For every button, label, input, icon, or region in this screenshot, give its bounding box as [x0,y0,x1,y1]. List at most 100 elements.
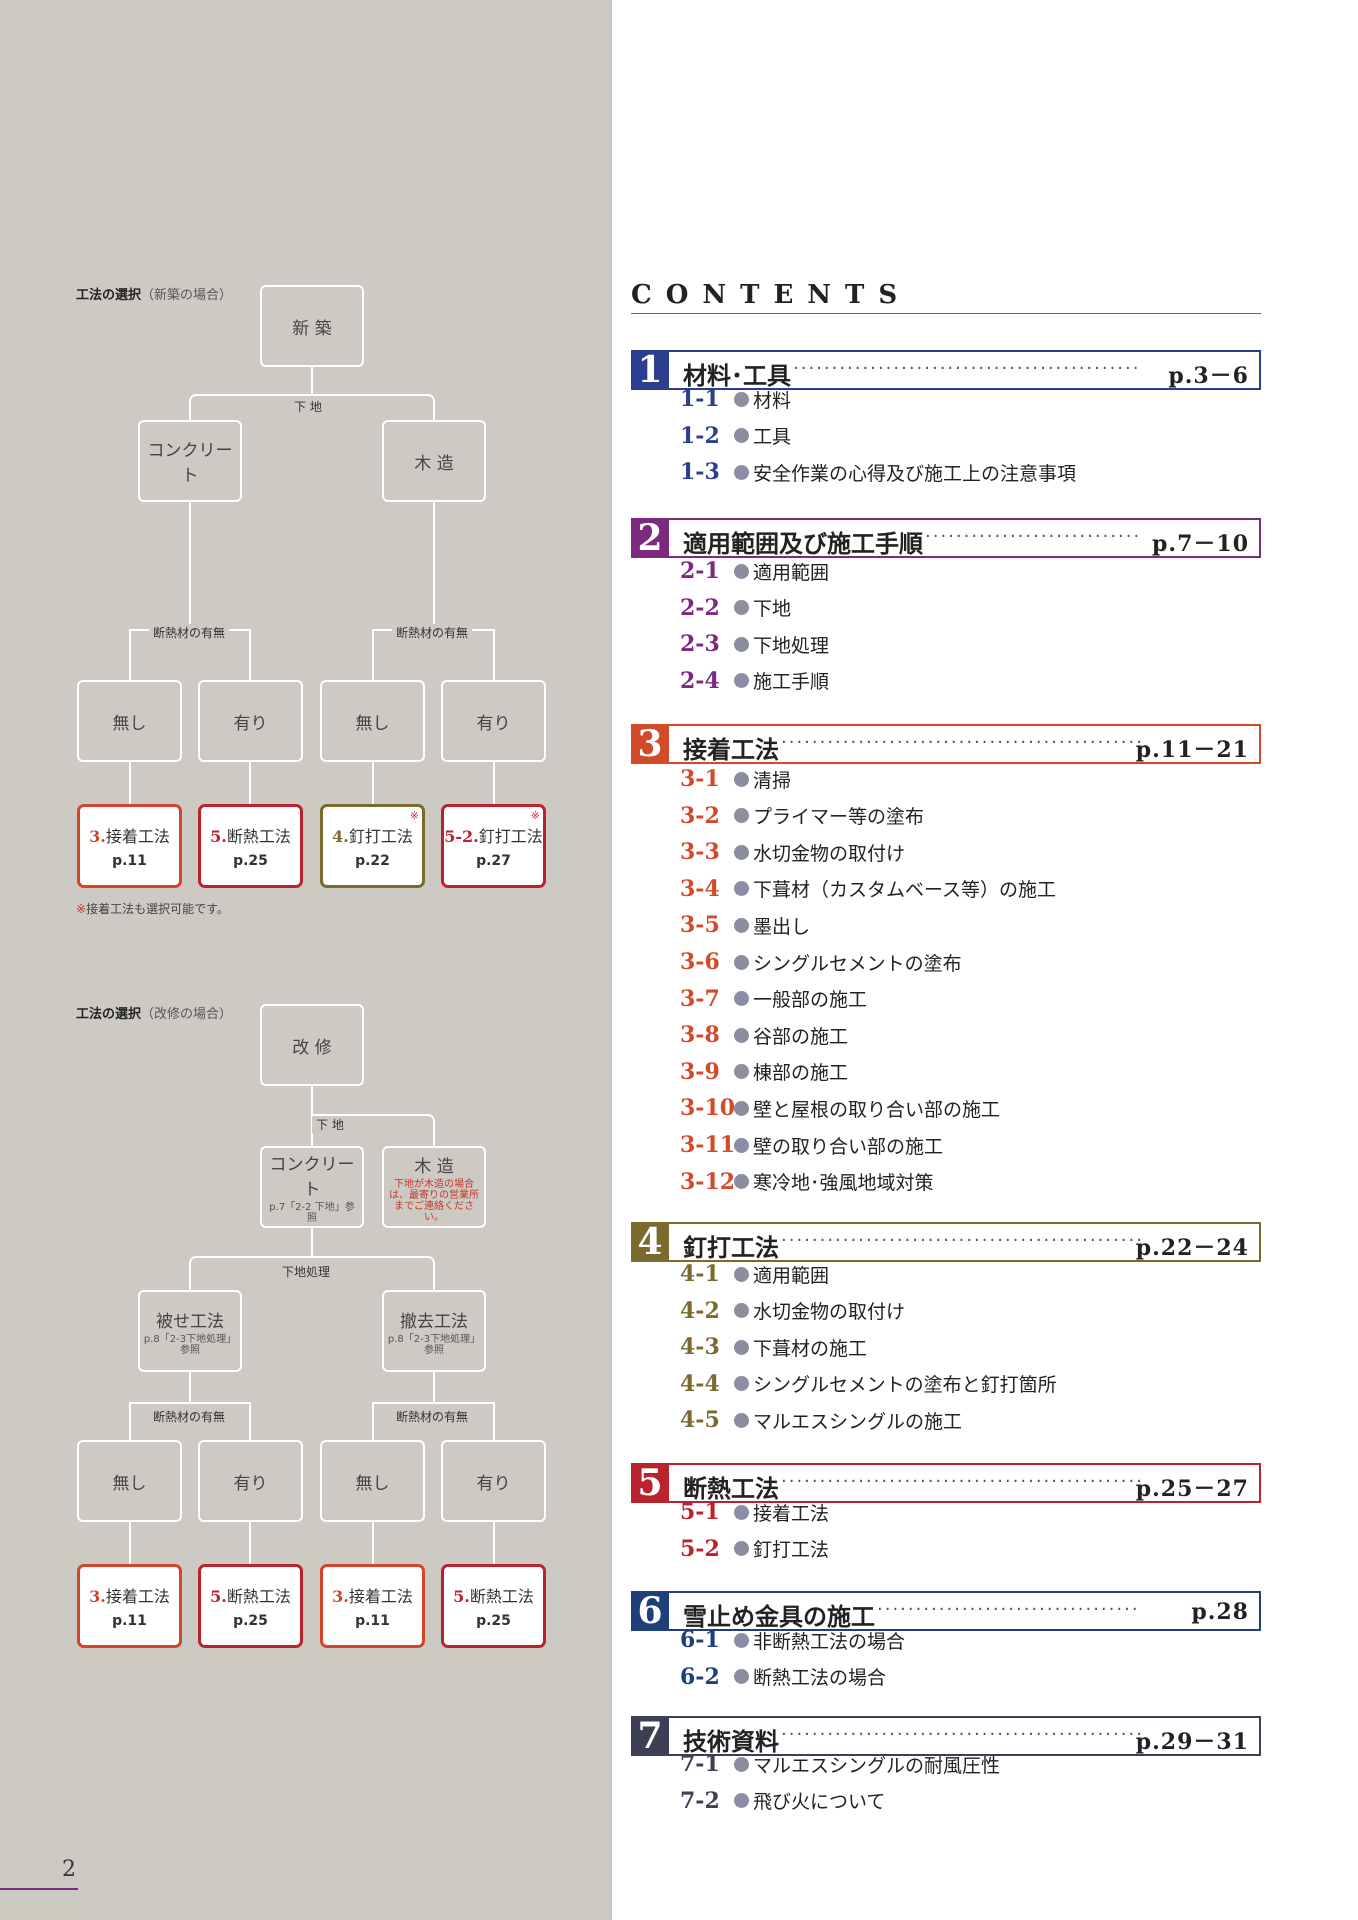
label-substrate: 下 地 [290,398,326,415]
bullet-icon [734,771,749,787]
result-nailing: ※ 4.釘打工法 p.22 [320,804,425,888]
bullet-icon [734,391,749,407]
node-yes: 有り [198,680,303,762]
result-adhesive: 3.接着工法 p.11 [77,804,182,888]
toc-item[interactable]: 3-11 壁の取り合い部の施工 [680,1130,943,1160]
node-none: 無し [77,680,182,762]
node-new: 新 築 [260,285,364,367]
result-insulation: 5.断熱工法 p.25 [198,1564,303,1648]
toc-item-text: 適用範囲 [753,1264,830,1287]
chapter-number: 1 [631,350,669,390]
leader-dots: ········································… [781,1724,1141,1745]
toc-item-text: 壁の取り合い部の施工 [753,1135,944,1158]
toc-item-text: 施工手順 [753,671,830,694]
bullet-icon [734,917,749,933]
toc-item-text: 清掃 [753,769,792,792]
toc-item-text: 材料 [753,389,792,412]
node-yes: 有り [441,1440,546,1522]
chapter-number: 3 [631,724,669,764]
node-renovation: 改 修 [260,1004,364,1086]
toc-item-number: 3-6 [680,949,720,975]
label-insulation: 断熱材の有無 [392,1408,473,1425]
leader-dots: ································ [925,526,1141,547]
bullet-icon [734,991,749,1007]
toc-item-text: 飛び火について [753,1791,886,1814]
toc-item-number: 4-5 [680,1407,720,1434]
bullet-icon [734,1100,749,1116]
bullet-icon [734,954,749,970]
bullet-icon [734,1376,749,1392]
node-wood: 木 造 下地が木造の場合は、最寄りの営業所までご連絡ください。 [382,1146,486,1228]
bullet-icon [734,1303,749,1319]
toc-item-text: 寒冷地･強風地域対策 [753,1172,934,1195]
chapter-page: p.3－6 [1168,363,1249,389]
toc-item-text: 下地 [753,598,792,621]
contents-title: CONTENTS [631,280,912,310]
node-none: 無し [77,1440,182,1522]
toc-item-text: マルエスシングルの耐風圧性 [753,1754,1001,1777]
toc-item-number: 5-2 [680,1535,720,1562]
toc-item-number: 2-4 [680,667,720,694]
toc-item[interactable]: 3-1 清掃 [680,764,791,794]
node-yes: 有り [441,680,546,762]
node-yes: 有り [198,1440,303,1522]
chapter-number: 4 [631,1222,669,1262]
bullet-icon [734,1669,749,1685]
toc-item-number: 1-2 [680,422,720,449]
toc-item[interactable]: 2-4 施工手順 [680,666,829,696]
chapter-2[interactable]: 2適用範囲及び施工手順·····························… [631,518,1261,558]
toc-item-number: 3-11 [680,1132,736,1158]
toc-item-text: 適用範囲 [753,561,830,584]
bullet-icon [734,1266,749,1282]
page-number-rule [0,1888,78,1890]
toc-item[interactable]: 4-5 マルエスシングルの施工 [680,1405,962,1435]
toc-item-text: 墨出し [753,915,811,938]
toc-item[interactable]: 3-5 墨出し [680,910,810,940]
toc-item-number: 6-1 [680,1627,720,1653]
chapter-page: p.29－31 [1135,1729,1249,1755]
toc-item-number: 3-10 [680,1095,736,1122]
toc-item-number: 3-5 [680,912,720,939]
chapter-number: 7 [631,1716,669,1756]
toc-item-text: マルエスシングルの施工 [753,1410,963,1433]
node-concrete: コンクリート [138,420,242,502]
label-insulation: 断熱材の有無 [149,624,230,641]
node-overlay: 被せ工法 p.8「2-3下地処理」参照 [138,1290,242,1372]
toc-item-text: 安全作業の心得及び施工上の注意事項 [753,462,1077,485]
label-insulation: 断熱材の有無 [392,624,473,641]
toc-item-text: 接着工法 [753,1502,830,1525]
chapter-number: 5 [631,1463,669,1503]
toc-item-number: 3-1 [680,766,720,792]
